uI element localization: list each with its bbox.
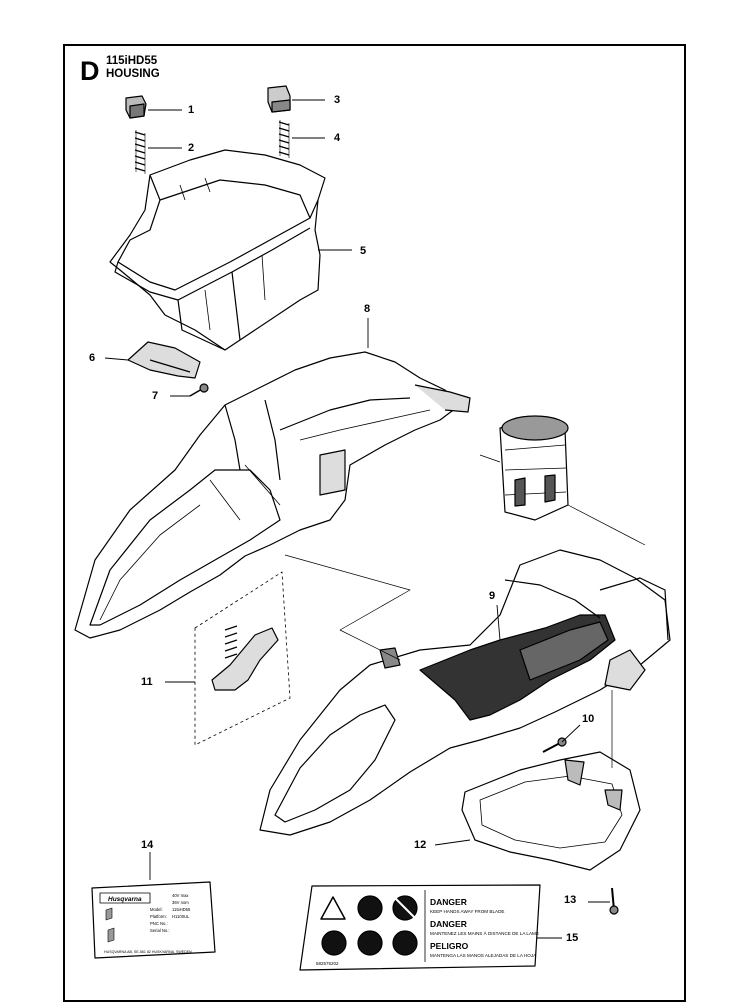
callout-10: 10	[582, 713, 595, 725]
part-13-screw	[609, 887, 619, 915]
part-5-battery-compartment	[109, 149, 326, 351]
model-name: 115iHD55	[106, 55, 158, 67]
part-2-spring	[134, 130, 146, 174]
spec-key: Serial No.:	[150, 928, 170, 933]
callout-4: 4	[334, 132, 341, 144]
warning-title: PELIGRO	[430, 941, 469, 951]
callout-13: 13	[564, 894, 577, 906]
part-1-latch-button	[125, 95, 147, 119]
callout-9: 9	[489, 590, 496, 602]
callout-5: 5	[360, 245, 367, 257]
warning-title: DANGER	[430, 919, 467, 929]
assembly-name: HOUSING	[106, 68, 160, 80]
part-8-upper-housing	[74, 351, 471, 639]
brand-text: Husqvarna	[108, 896, 142, 903]
callout-12: 12	[414, 839, 427, 851]
spec-key: PNC No.:	[150, 921, 168, 926]
part-3-latch-button	[267, 85, 291, 113]
warning-text: KEEP HANDS AWAY FROM BLADE	[430, 909, 504, 914]
label-14-footer: HUSQVARNA AB, SE-561 82 HUSKVARNA, SWEDE…	[104, 950, 192, 954]
part-12-lower-cover	[461, 751, 641, 871]
callout-2: 2	[188, 142, 195, 154]
diagram-title: 115iHD55 HOUSING	[106, 55, 160, 81]
part-14-rating-label	[91, 881, 216, 959]
part-9-main-housing	[259, 549, 671, 836]
callout-1: 1	[188, 104, 195, 116]
label-15-part-no: 582575202	[316, 961, 339, 966]
motor-assembly	[499, 415, 569, 521]
callout-3: 3	[334, 94, 341, 106]
spec-key: Model:	[150, 907, 163, 912]
spec-value: H1100UL	[172, 914, 190, 919]
spec-value: 115iHD55	[172, 907, 191, 912]
spec-key: Platform:	[150, 914, 167, 919]
warning-text: MAINTENEZ LES MAINS À DISTANCE DE LA LAM…	[430, 930, 539, 936]
diagram-frame	[63, 44, 686, 1002]
warning-text: MANTENGA LAS MANOS ALEJADAS DE LA HOJA	[430, 953, 537, 958]
callout-11: 11	[141, 676, 153, 688]
callout-14: 14	[141, 839, 154, 851]
section-letter: D	[80, 56, 100, 86]
part-10-screw	[542, 737, 567, 753]
part-11-trigger-assembly	[194, 571, 291, 746]
part-6-cover-plate	[127, 341, 201, 379]
part-7-screw	[189, 383, 209, 397]
callout-15: 15	[566, 932, 579, 944]
callout-6: 6	[89, 352, 96, 364]
callout-8: 8	[364, 303, 371, 315]
spec-value: 36V nom	[172, 900, 189, 905]
warning-title: DANGER	[430, 897, 467, 907]
callout-7: 7	[152, 390, 159, 402]
spec-value: 40V max	[172, 893, 189, 898]
part-4-spring	[278, 120, 290, 158]
part-15-warning-label	[299, 884, 541, 971]
